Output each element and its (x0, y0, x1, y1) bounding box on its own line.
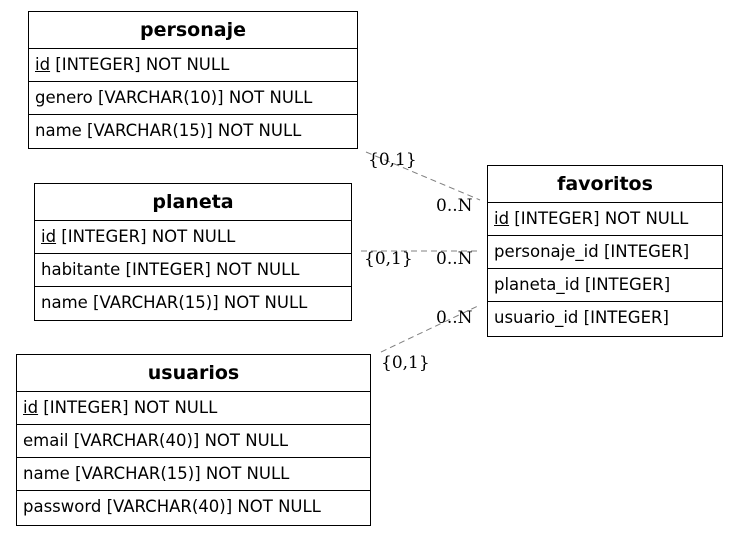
field-row-name[interactable]: name [VARCHAR(15)] NOT NULL (41, 293, 308, 312)
field-row-email[interactable]: email [VARCHAR(40)] NOT NULL (17, 425, 370, 458)
cardinality-usuarios-side: {0,1} (381, 353, 430, 373)
cardinality-favoritos-side: 0..N (436, 249, 473, 269)
cardinality-favoritos-side: 0..N (436, 308, 473, 328)
field-type: [INTEGER] NOT NULL (509, 209, 689, 228)
field-row-habitante[interactable]: habitante [INTEGER] NOT NULL (35, 254, 351, 287)
primary-key-label: id (494, 209, 510, 228)
field-row-personaje-id[interactable]: personaje_id [INTEGER] (488, 236, 722, 269)
field-type: [INTEGER] NOT NULL (56, 227, 236, 246)
field-row-id[interactable]: id [INTEGER] NOT NULL (29, 49, 357, 82)
field-type: [INTEGER] NOT NULL (38, 398, 218, 417)
field-row-genero[interactable]: genero [VARCHAR(10)] NOT NULL (29, 82, 357, 115)
field-row-name[interactable]: name [VARCHAR(15)] NOT NULL (35, 121, 302, 140)
field-row-usuario-id[interactable]: usuario_id [INTEGER] (494, 308, 669, 327)
field-row-id[interactable]: id [INTEGER] NOT NULL (17, 392, 370, 425)
entity-planeta[interactable]: planeta id [INTEGER] NOT NULL habitante … (34, 183, 352, 321)
entity-personaje[interactable]: personaje id [INTEGER] NOT NULL genero [… (28, 11, 358, 149)
entity-favoritos[interactable]: favoritos id [INTEGER] NOT NULL personaj… (487, 165, 723, 337)
primary-key-label: id (35, 55, 51, 74)
field-row-id[interactable]: id [INTEGER] NOT NULL (488, 203, 722, 236)
entity-title: personaje (29, 12, 357, 49)
field-row-id[interactable]: id [INTEGER] NOT NULL (35, 221, 351, 254)
field-type: [INTEGER] NOT NULL (50, 55, 230, 74)
field-row-name[interactable]: name [VARCHAR(15)] NOT NULL (17, 458, 370, 491)
entity-title: planeta (35, 184, 351, 221)
primary-key-label: id (23, 398, 39, 417)
entity-title: usuarios (17, 355, 370, 392)
entity-title: favoritos (488, 166, 722, 203)
cardinality-planeta-side: {0,1} (364, 249, 413, 269)
cardinality-personaje-side: {0,1} (368, 150, 417, 170)
primary-key-label: id (41, 227, 57, 246)
field-row-password[interactable]: password [VARCHAR(40)] NOT NULL (23, 497, 321, 516)
entity-usuarios[interactable]: usuarios id [INTEGER] NOT NULL email [VA… (16, 354, 371, 526)
field-row-planeta-id[interactable]: planeta_id [INTEGER] (488, 269, 722, 302)
cardinality-favoritos-side: 0..N (436, 196, 473, 216)
